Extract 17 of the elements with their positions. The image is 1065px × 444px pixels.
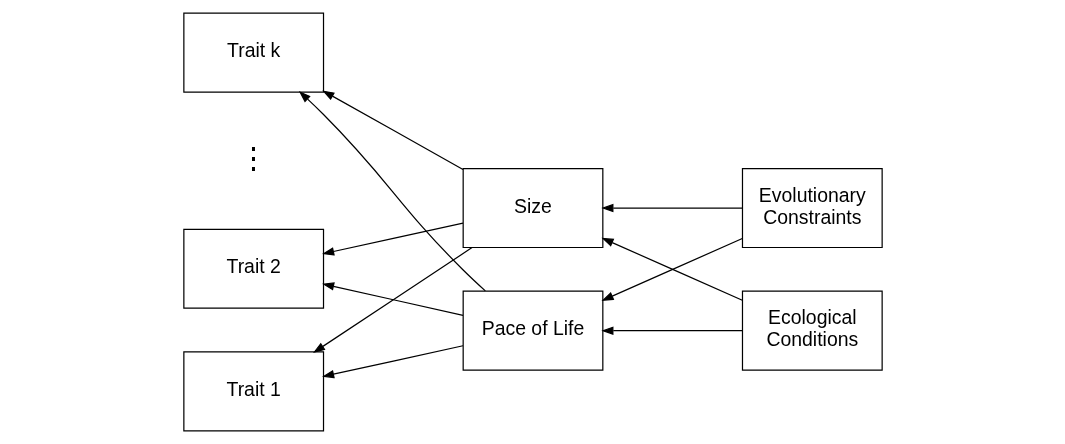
arrow bbox=[298, 91, 486, 292]
arrow bbox=[321, 345, 464, 379]
arrow bbox=[321, 90, 464, 171]
node-box: Trait 2 bbox=[182, 228, 324, 309]
node-box: Trait 1 bbox=[182, 351, 324, 432]
node-box: Trait k bbox=[182, 12, 324, 93]
node-box: Evolutionary Constraints bbox=[741, 167, 883, 249]
label: ⋮ bbox=[238, 142, 268, 175]
node-box: Ecological Conditions bbox=[741, 290, 883, 371]
arrow bbox=[600, 203, 743, 213]
arrow bbox=[312, 247, 473, 353]
arrow bbox=[321, 222, 464, 256]
node-box: Size bbox=[462, 167, 603, 249]
arrow bbox=[600, 237, 743, 301]
arrow bbox=[600, 326, 743, 335]
node-box: Pace of Life bbox=[462, 290, 603, 371]
arrow bbox=[321, 282, 464, 316]
